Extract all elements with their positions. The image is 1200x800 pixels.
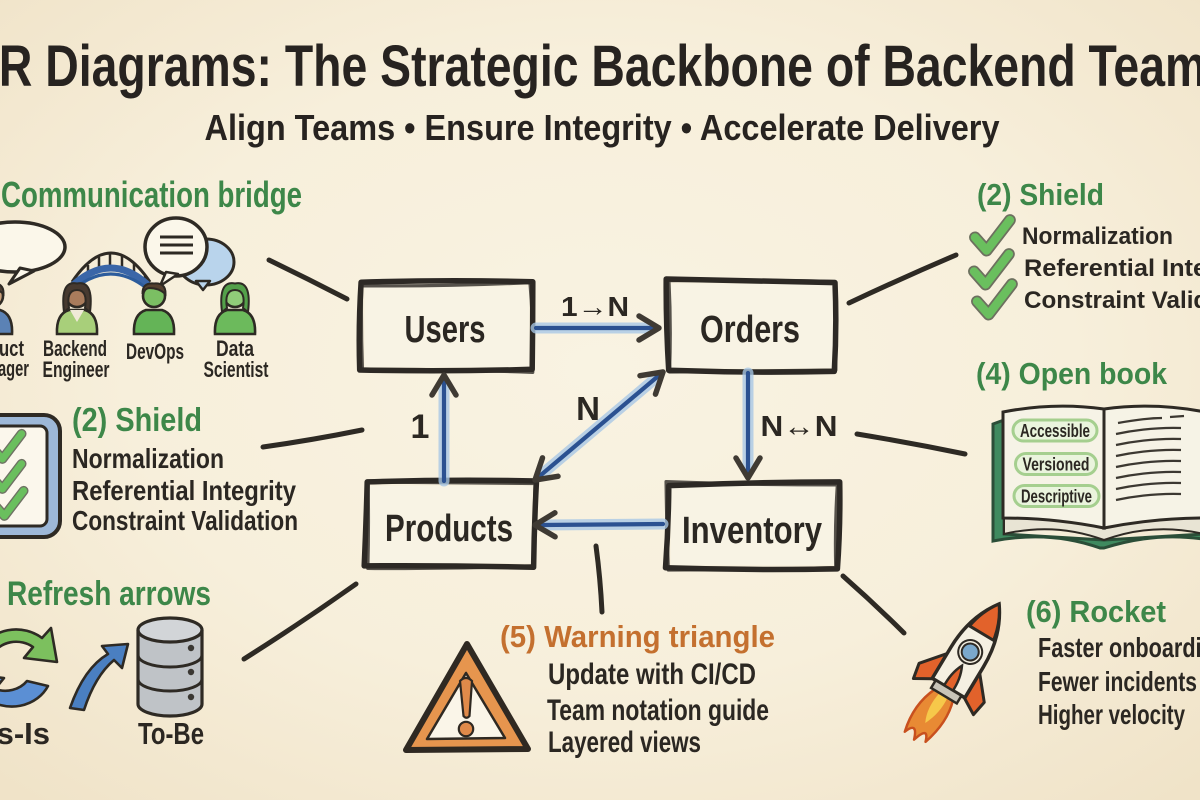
svg-text:uct: uct	[0, 336, 25, 361]
svg-text:Referential Integrity: Referential Integrity	[1024, 255, 1200, 282]
svg-text:Constraint Validation: Constraint Validation	[72, 505, 298, 536]
svg-text:Align Teams • Ensure Integrity: Align Teams • Ensure Integrity • Acceler…	[205, 107, 1000, 148]
svg-text:(4) Open book: (4) Open book	[976, 356, 1168, 391]
svg-text:N: N	[576, 390, 600, 427]
svg-text:Communication bridge: Communication bridge	[1, 174, 302, 215]
svg-text:Constraint Validation: Constraint Validation	[1024, 287, 1200, 314]
svg-text:Backend: Backend	[43, 336, 107, 361]
svg-text:Layered views: Layered views	[548, 726, 701, 759]
svg-text:Scientist: Scientist	[204, 357, 269, 382]
svg-text:N↔N: N↔N	[761, 411, 838, 443]
svg-text:Orders: Orders	[700, 309, 800, 351]
svg-text:1: 1	[411, 408, 430, 446]
svg-text:Referential Integrity: Referential Integrity	[72, 475, 296, 506]
svg-text:Accessible: Accessible	[1020, 421, 1090, 441]
svg-text:Normalization: Normalization	[72, 443, 224, 474]
svg-text:Faster onboarding: Faster onboarding	[1038, 632, 1200, 663]
svg-text:Inventory: Inventory	[682, 510, 822, 552]
svg-text:As-Is: As-Is	[0, 716, 50, 751]
svg-text:Descriptive: Descriptive	[1021, 487, 1092, 507]
svg-text:Fewer incidents: Fewer incidents	[1038, 666, 1197, 697]
svg-text:(5) Warning triangle: (5) Warning triangle	[500, 619, 775, 654]
svg-text:Versioned: Versioned	[1023, 455, 1090, 475]
svg-text:Update with CI/CD: Update with CI/CD	[548, 658, 756, 691]
svg-text:ager: ager	[0, 356, 29, 381]
svg-text:Higher velocity: Higher velocity	[1038, 699, 1185, 730]
svg-text:(6) Rocket: (6) Rocket	[1026, 594, 1166, 629]
svg-text:(2) Shield: (2) Shield	[72, 401, 202, 438]
svg-text:Users: Users	[405, 309, 486, 351]
svg-text:Data: Data	[216, 336, 255, 361]
svg-text:1→N: 1→N	[561, 291, 629, 322]
svg-text:To-Be: To-Be	[138, 716, 204, 751]
svg-text:Refresh arrows: Refresh arrows	[7, 575, 211, 613]
svg-text:ER Diagrams: The Strategic Bac: ER Diagrams: The Strategic Backbone of B…	[0, 34, 1200, 99]
svg-text:DevOps: DevOps	[126, 339, 184, 364]
svg-text:Engineer: Engineer	[43, 357, 110, 382]
svg-text:(2) Shield: (2) Shield	[977, 177, 1104, 212]
svg-text:Products: Products	[385, 508, 513, 550]
svg-text:Normalization: Normalization	[1022, 223, 1173, 250]
svg-text:Team notation guide: Team notation guide	[547, 694, 769, 727]
